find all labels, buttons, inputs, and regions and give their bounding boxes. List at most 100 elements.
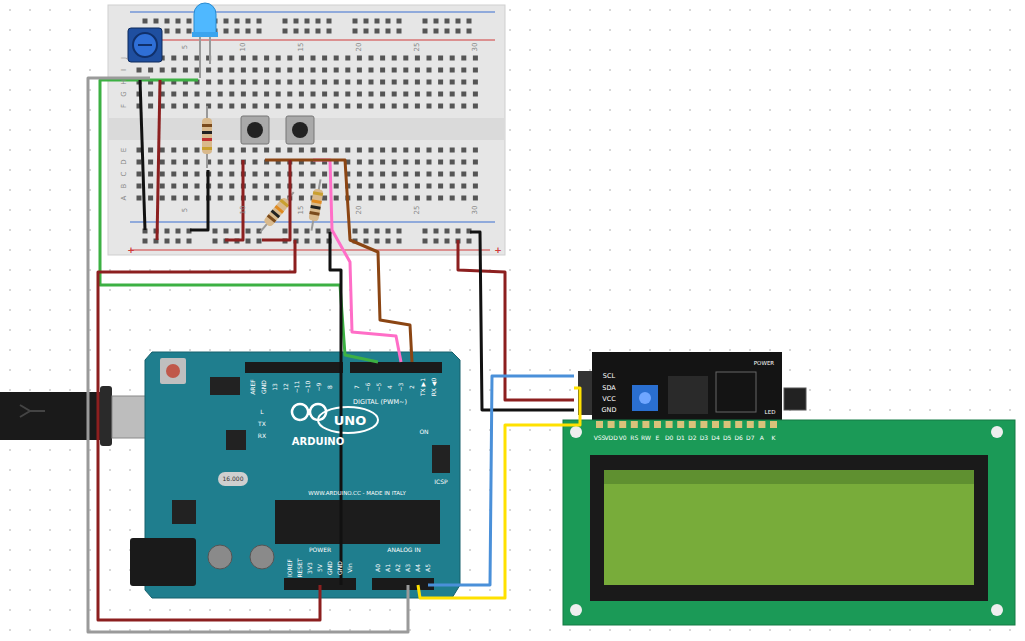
hole — [241, 92, 246, 97]
wire — [100, 80, 378, 362]
part-label: TX ▶1 — [420, 378, 426, 396]
wire — [225, 160, 243, 240]
hole — [397, 19, 402, 24]
hole — [148, 172, 153, 177]
hole — [415, 160, 420, 165]
hole — [427, 104, 432, 109]
part-label: POWER — [309, 547, 331, 553]
mount-hole — [570, 426, 582, 438]
hole — [450, 160, 455, 165]
hole — [473, 184, 478, 189]
hole — [353, 229, 358, 234]
hole — [364, 19, 369, 24]
hole — [305, 239, 310, 244]
wire — [98, 240, 320, 620]
hole — [427, 184, 432, 189]
hole — [137, 148, 142, 153]
icsp-header — [432, 445, 450, 473]
part-label: 30 — [472, 206, 479, 215]
part-label: 2 — [409, 385, 415, 389]
hole — [369, 56, 374, 61]
hole — [171, 172, 176, 177]
part-label: 30 — [472, 43, 479, 52]
hole — [434, 19, 439, 24]
hole — [415, 92, 420, 97]
hole — [461, 68, 466, 73]
hole — [253, 56, 258, 61]
part-label: ARDUINO — [292, 437, 344, 447]
pad — [642, 421, 649, 428]
hole — [380, 148, 385, 153]
hole — [311, 92, 316, 97]
part-label: ~11 — [294, 381, 300, 394]
hole — [148, 160, 153, 165]
hole — [176, 229, 181, 234]
hole — [415, 172, 420, 177]
hole — [183, 184, 188, 189]
part-label: VCC — [602, 396, 616, 403]
part-label: GND — [602, 407, 617, 414]
hole — [392, 196, 397, 201]
hole — [334, 184, 339, 189]
hole — [195, 184, 200, 189]
hole — [467, 19, 472, 24]
lcd-screen-shade — [604, 470, 974, 484]
hole — [299, 196, 304, 201]
hole — [171, 56, 176, 61]
part-label: 4 — [387, 385, 393, 389]
hole — [392, 184, 397, 189]
hole — [154, 19, 159, 24]
part-label: D6 — [734, 435, 742, 441]
hole — [357, 104, 362, 109]
part-label: IOREF — [287, 559, 293, 577]
hole — [322, 184, 327, 189]
wire — [262, 160, 290, 240]
hole — [229, 172, 234, 177]
hole — [183, 160, 188, 165]
hole — [334, 68, 339, 73]
hole — [148, 68, 153, 73]
hole — [403, 184, 408, 189]
part-label: 13 — [272, 383, 278, 391]
part-label: H — [121, 79, 128, 84]
wire — [470, 232, 574, 410]
header — [210, 377, 240, 395]
hole — [322, 196, 327, 201]
i2c-chip — [668, 376, 708, 414]
hole — [305, 19, 310, 24]
hole — [322, 148, 327, 153]
wire — [313, 160, 401, 362]
part-label: A — [121, 196, 128, 201]
hole — [218, 184, 223, 189]
part-label: 7 — [354, 385, 360, 389]
hole — [195, 172, 200, 177]
hole — [311, 56, 316, 61]
hole — [438, 104, 443, 109]
hole — [165, 19, 170, 24]
hole — [241, 80, 246, 85]
part-label: C — [121, 172, 128, 177]
hole — [218, 56, 223, 61]
hole — [276, 80, 281, 85]
hole — [299, 184, 304, 189]
hole — [334, 196, 339, 201]
hole — [264, 148, 269, 153]
hole — [403, 80, 408, 85]
hole — [445, 29, 450, 34]
part-label: 25 — [414, 43, 421, 52]
hole — [467, 239, 472, 244]
module-parts — [716, 372, 756, 412]
part-label: 5V — [317, 564, 323, 572]
hole — [403, 56, 408, 61]
hole — [299, 172, 304, 177]
part-label: D1 — [676, 435, 684, 441]
hole — [283, 229, 288, 234]
part-label: A1 — [385, 564, 391, 572]
part-label: A — [760, 435, 764, 441]
hole — [264, 184, 269, 189]
hole — [392, 68, 397, 73]
push-button-cap — [292, 122, 308, 138]
hole — [403, 172, 408, 177]
hole — [287, 148, 292, 153]
hole — [165, 229, 170, 234]
